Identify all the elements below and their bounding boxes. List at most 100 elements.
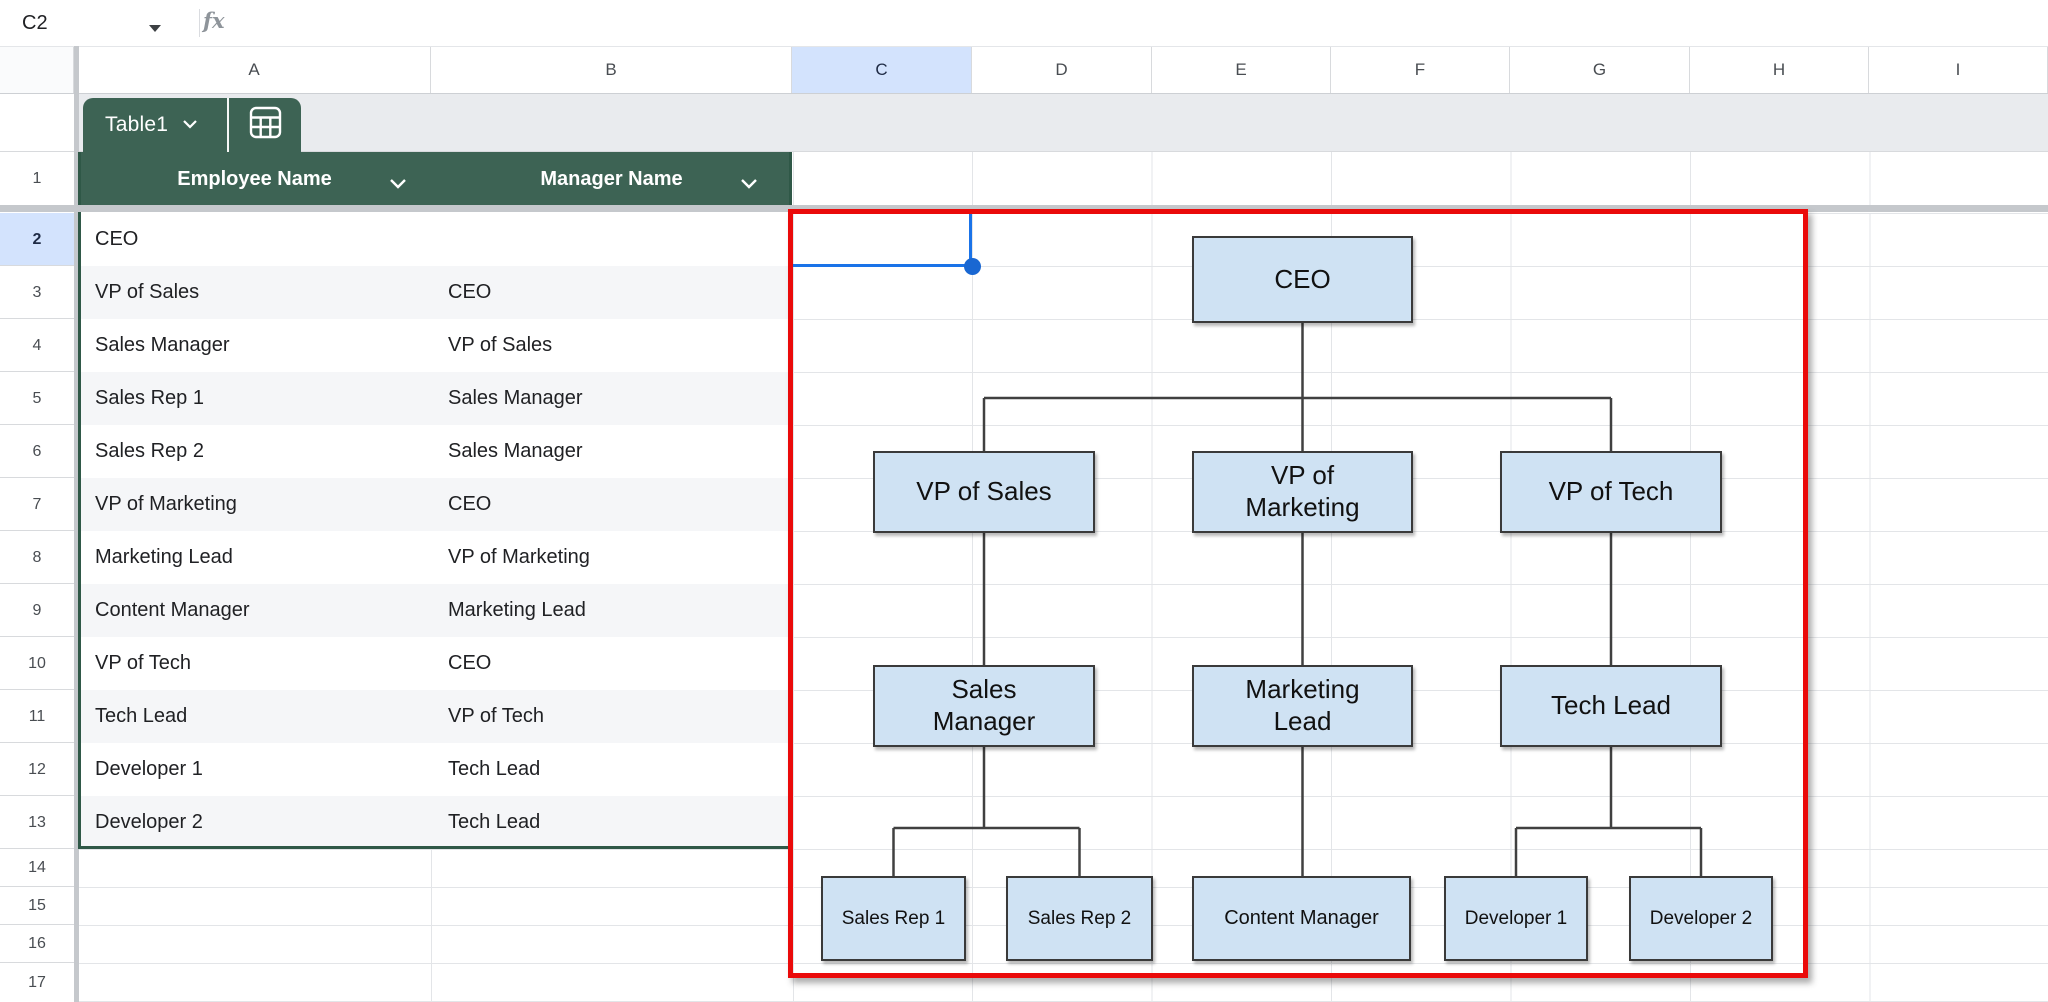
manager-cell[interactable]: Tech Lead <box>448 758 541 780</box>
org-node-content-manager: Content Manager <box>1192 876 1411 961</box>
employee-cell[interactable]: Tech Lead <box>95 705 188 727</box>
employee-cell[interactable]: VP of Tech <box>95 652 191 674</box>
employee-cell[interactable]: Developer 2 <box>95 811 203 833</box>
selected-drawing-border[interactable] <box>788 209 1808 978</box>
manager-cell[interactable]: CEO <box>448 493 492 515</box>
manager-cell[interactable]: Sales Manager <box>448 440 583 462</box>
column-header-g[interactable]: G <box>1510 47 1690 93</box>
row-header-17[interactable]: 17 <box>0 963 74 1002</box>
table-row[interactable]: Sales Rep 2 Sales Manager <box>78 425 792 478</box>
table-border-bottom <box>78 846 792 849</box>
org-node-sales-rep-1: Sales Rep 1 <box>821 876 966 961</box>
manager-cell[interactable]: CEO <box>448 652 492 674</box>
column-header-e[interactable]: E <box>1152 47 1331 93</box>
column-dropdown-icon[interactable] <box>389 172 407 195</box>
manager-cell[interactable]: CEO <box>448 281 492 303</box>
org-chart-connectors <box>892 323 1703 876</box>
table-row[interactable]: VP of Marketing CEO <box>78 478 792 531</box>
row-header-8[interactable]: 8 <box>0 531 74 584</box>
table-chip[interactable]: Table1 <box>83 98 301 152</box>
table-row[interactable]: Developer 2 Tech Lead <box>78 796 792 849</box>
manager-cell[interactable]: VP of Sales <box>448 334 553 356</box>
table-grid-view-button[interactable] <box>229 98 301 152</box>
row-header-3[interactable]: 3 <box>0 266 74 319</box>
column-header-c[interactable]: C <box>792 47 972 93</box>
row-header-15[interactable]: 15 <box>0 887 74 925</box>
employee-cell[interactable]: Content Manager <box>95 599 250 621</box>
org-node-vp-of-tech: VP of Tech <box>1500 451 1722 533</box>
name-box-value: C2 <box>22 11 48 34</box>
fill-handle[interactable] <box>964 258 981 275</box>
column-header-b[interactable]: B <box>431 47 792 93</box>
row-header-4[interactable]: 4 <box>0 319 74 372</box>
row-header-13[interactable]: 13 <box>0 796 74 849</box>
table-row[interactable]: Tech Lead VP of Tech <box>78 690 792 743</box>
row-header-5[interactable]: 5 <box>0 372 74 425</box>
column-dropdown-icon[interactable] <box>740 172 758 195</box>
manager-cell[interactable]: Marketing Lead <box>448 599 586 621</box>
table-row[interactable]: Sales Manager VP of Sales <box>78 319 792 372</box>
row-header-blank <box>0 94 74 152</box>
table-row[interactable]: VP of Sales CEO <box>78 266 792 319</box>
manager-cell[interactable]: VP of Tech <box>448 705 544 727</box>
row-header-14[interactable]: 14 <box>0 849 74 887</box>
manager-cell[interactable]: Sales Manager <box>448 387 583 409</box>
column-header-a[interactable]: A <box>78 47 431 93</box>
table-row[interactable]: VP of Tech CEO <box>78 637 792 690</box>
name-box[interactable]: C2 <box>0 0 185 46</box>
table-header-employee-name[interactable]: Employee Name <box>78 152 431 206</box>
table-row[interactable]: Content Manager Marketing Lead <box>78 584 792 637</box>
org-node-ceo: CEO <box>1192 236 1413 323</box>
table-border-left <box>78 152 81 849</box>
gridlines-below-table <box>79 849 792 1002</box>
row-header-11[interactable]: 11 <box>0 690 74 743</box>
table-row[interactable]: Sales Rep 1 Sales Manager <box>78 372 792 425</box>
row-header-7[interactable]: 7 <box>0 478 74 531</box>
manager-cell[interactable]: Tech Lead <box>448 811 541 833</box>
name-box-dropdown-icon[interactable] <box>148 20 162 38</box>
org-node-marketing-lead: Marketing Lead <box>1192 665 1413 747</box>
employee-cell[interactable]: Sales Manager <box>95 334 230 356</box>
toolbar-divider <box>199 9 200 37</box>
row-header-9[interactable]: 9 <box>0 584 74 637</box>
org-node-vp-of-marketing: VP of Marketing <box>1192 451 1413 533</box>
table-chip-band <box>79 94 2048 152</box>
column-headers: A B C D E F G H I <box>0 46 2048 94</box>
row-header-6[interactable]: 6 <box>0 425 74 478</box>
table-header-manager-name[interactable]: Manager Name <box>431 152 792 206</box>
row-header-1[interactable]: 1 <box>0 152 74 206</box>
column-header-h[interactable]: H <box>1690 47 1869 93</box>
chevron-down-icon <box>182 116 198 134</box>
employee-cell[interactable]: CEO <box>95 228 139 250</box>
org-node-vp-of-sales: VP of Sales <box>873 451 1095 533</box>
table-row[interactable]: Developer 1 Tech Lead <box>78 743 792 796</box>
employee-cell[interactable]: Marketing Lead <box>95 546 233 568</box>
gridlines-row1 <box>792 152 2048 206</box>
manager-cell[interactable]: VP of Marketing <box>448 546 590 568</box>
column-header-d[interactable]: D <box>972 47 1152 93</box>
row-header-10[interactable]: 10 <box>0 637 74 690</box>
table-chip-label: Table1 <box>105 113 169 136</box>
formula-toolbar: C2 fx <box>0 0 2048 46</box>
table-header-employee-name-label: Employee Name <box>177 167 332 190</box>
row-header-16[interactable]: 16 <box>0 925 74 963</box>
table-grid-icon <box>249 106 282 144</box>
org-node-developer-1: Developer 1 <box>1444 876 1588 961</box>
select-all-corner[interactable] <box>0 47 74 93</box>
row-header-12[interactable]: 12 <box>0 743 74 796</box>
table-row[interactable]: CEO <box>78 213 792 266</box>
table-chip-separator <box>227 98 229 152</box>
row-header-2[interactable]: 2 <box>0 213 74 266</box>
fx-icon: fx <box>203 8 225 33</box>
table-row[interactable]: Marketing Lead VP of Marketing <box>78 531 792 584</box>
column-header-f[interactable]: F <box>1331 47 1510 93</box>
employee-cell[interactable]: Developer 1 <box>95 758 203 780</box>
employee-cell[interactable]: Sales Rep 2 <box>95 440 204 462</box>
employee-cell[interactable]: Sales Rep 1 <box>95 387 204 409</box>
org-node-tech-lead: Tech Lead <box>1500 665 1722 747</box>
column-header-i[interactable]: I <box>1869 47 2048 93</box>
employee-cell[interactable]: VP of Sales <box>95 281 200 303</box>
table-chip-name-section[interactable]: Table1 <box>83 98 227 152</box>
employee-cell[interactable]: VP of Marketing <box>95 493 237 515</box>
org-node-developer-2: Developer 2 <box>1629 876 1773 961</box>
